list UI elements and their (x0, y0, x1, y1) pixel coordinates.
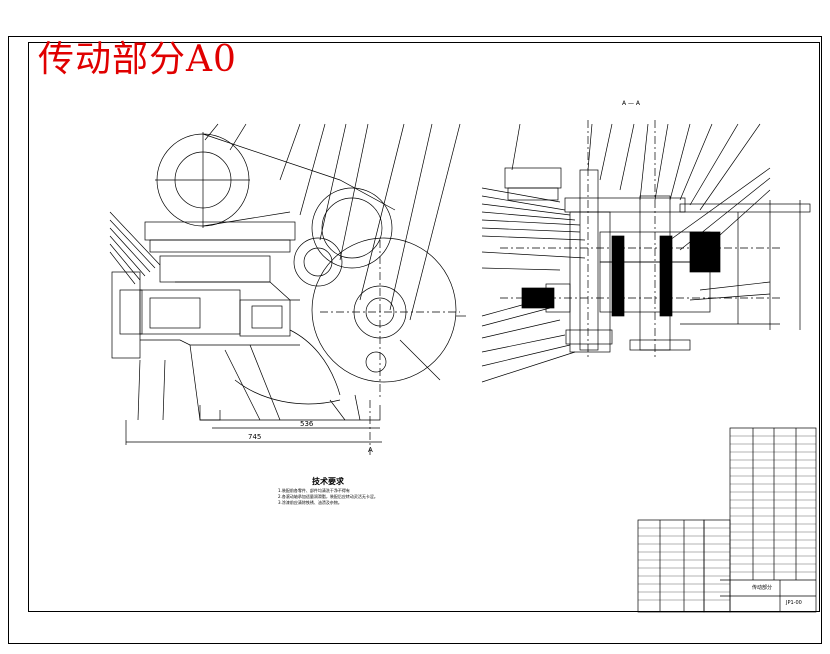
tech-requirements-notes: 1.装配前各零件、部件均清洗干净不得有 2.各滚动轴承加适量润滑脂，装配后应转动… (278, 488, 378, 506)
drawing-number: JP1-00 (786, 600, 802, 606)
dimension-536: 536 (300, 420, 314, 428)
tech-requirements-title: 技术要求 (312, 477, 344, 486)
tech-note: 1.装配前各零件、部件均清洗干净不得有 (278, 488, 350, 493)
section-label: A — A (622, 100, 641, 107)
inner-border (28, 42, 820, 612)
dimension-745: 745 (248, 433, 262, 441)
large-housing (311, 237, 457, 383)
section-mark: A (368, 446, 373, 454)
drawing-title: 传动部分A0 (38, 39, 237, 80)
outer-border (8, 36, 822, 644)
tech-note: 2.各滚动轴承加适量润滑脂，装配后应转动灵活无卡涩。 (278, 494, 378, 499)
drawing-name: 传动部分 (752, 585, 773, 591)
tech-note: 3.涂漆前应清除铁锈、油渍及杂物。 (278, 500, 342, 505)
